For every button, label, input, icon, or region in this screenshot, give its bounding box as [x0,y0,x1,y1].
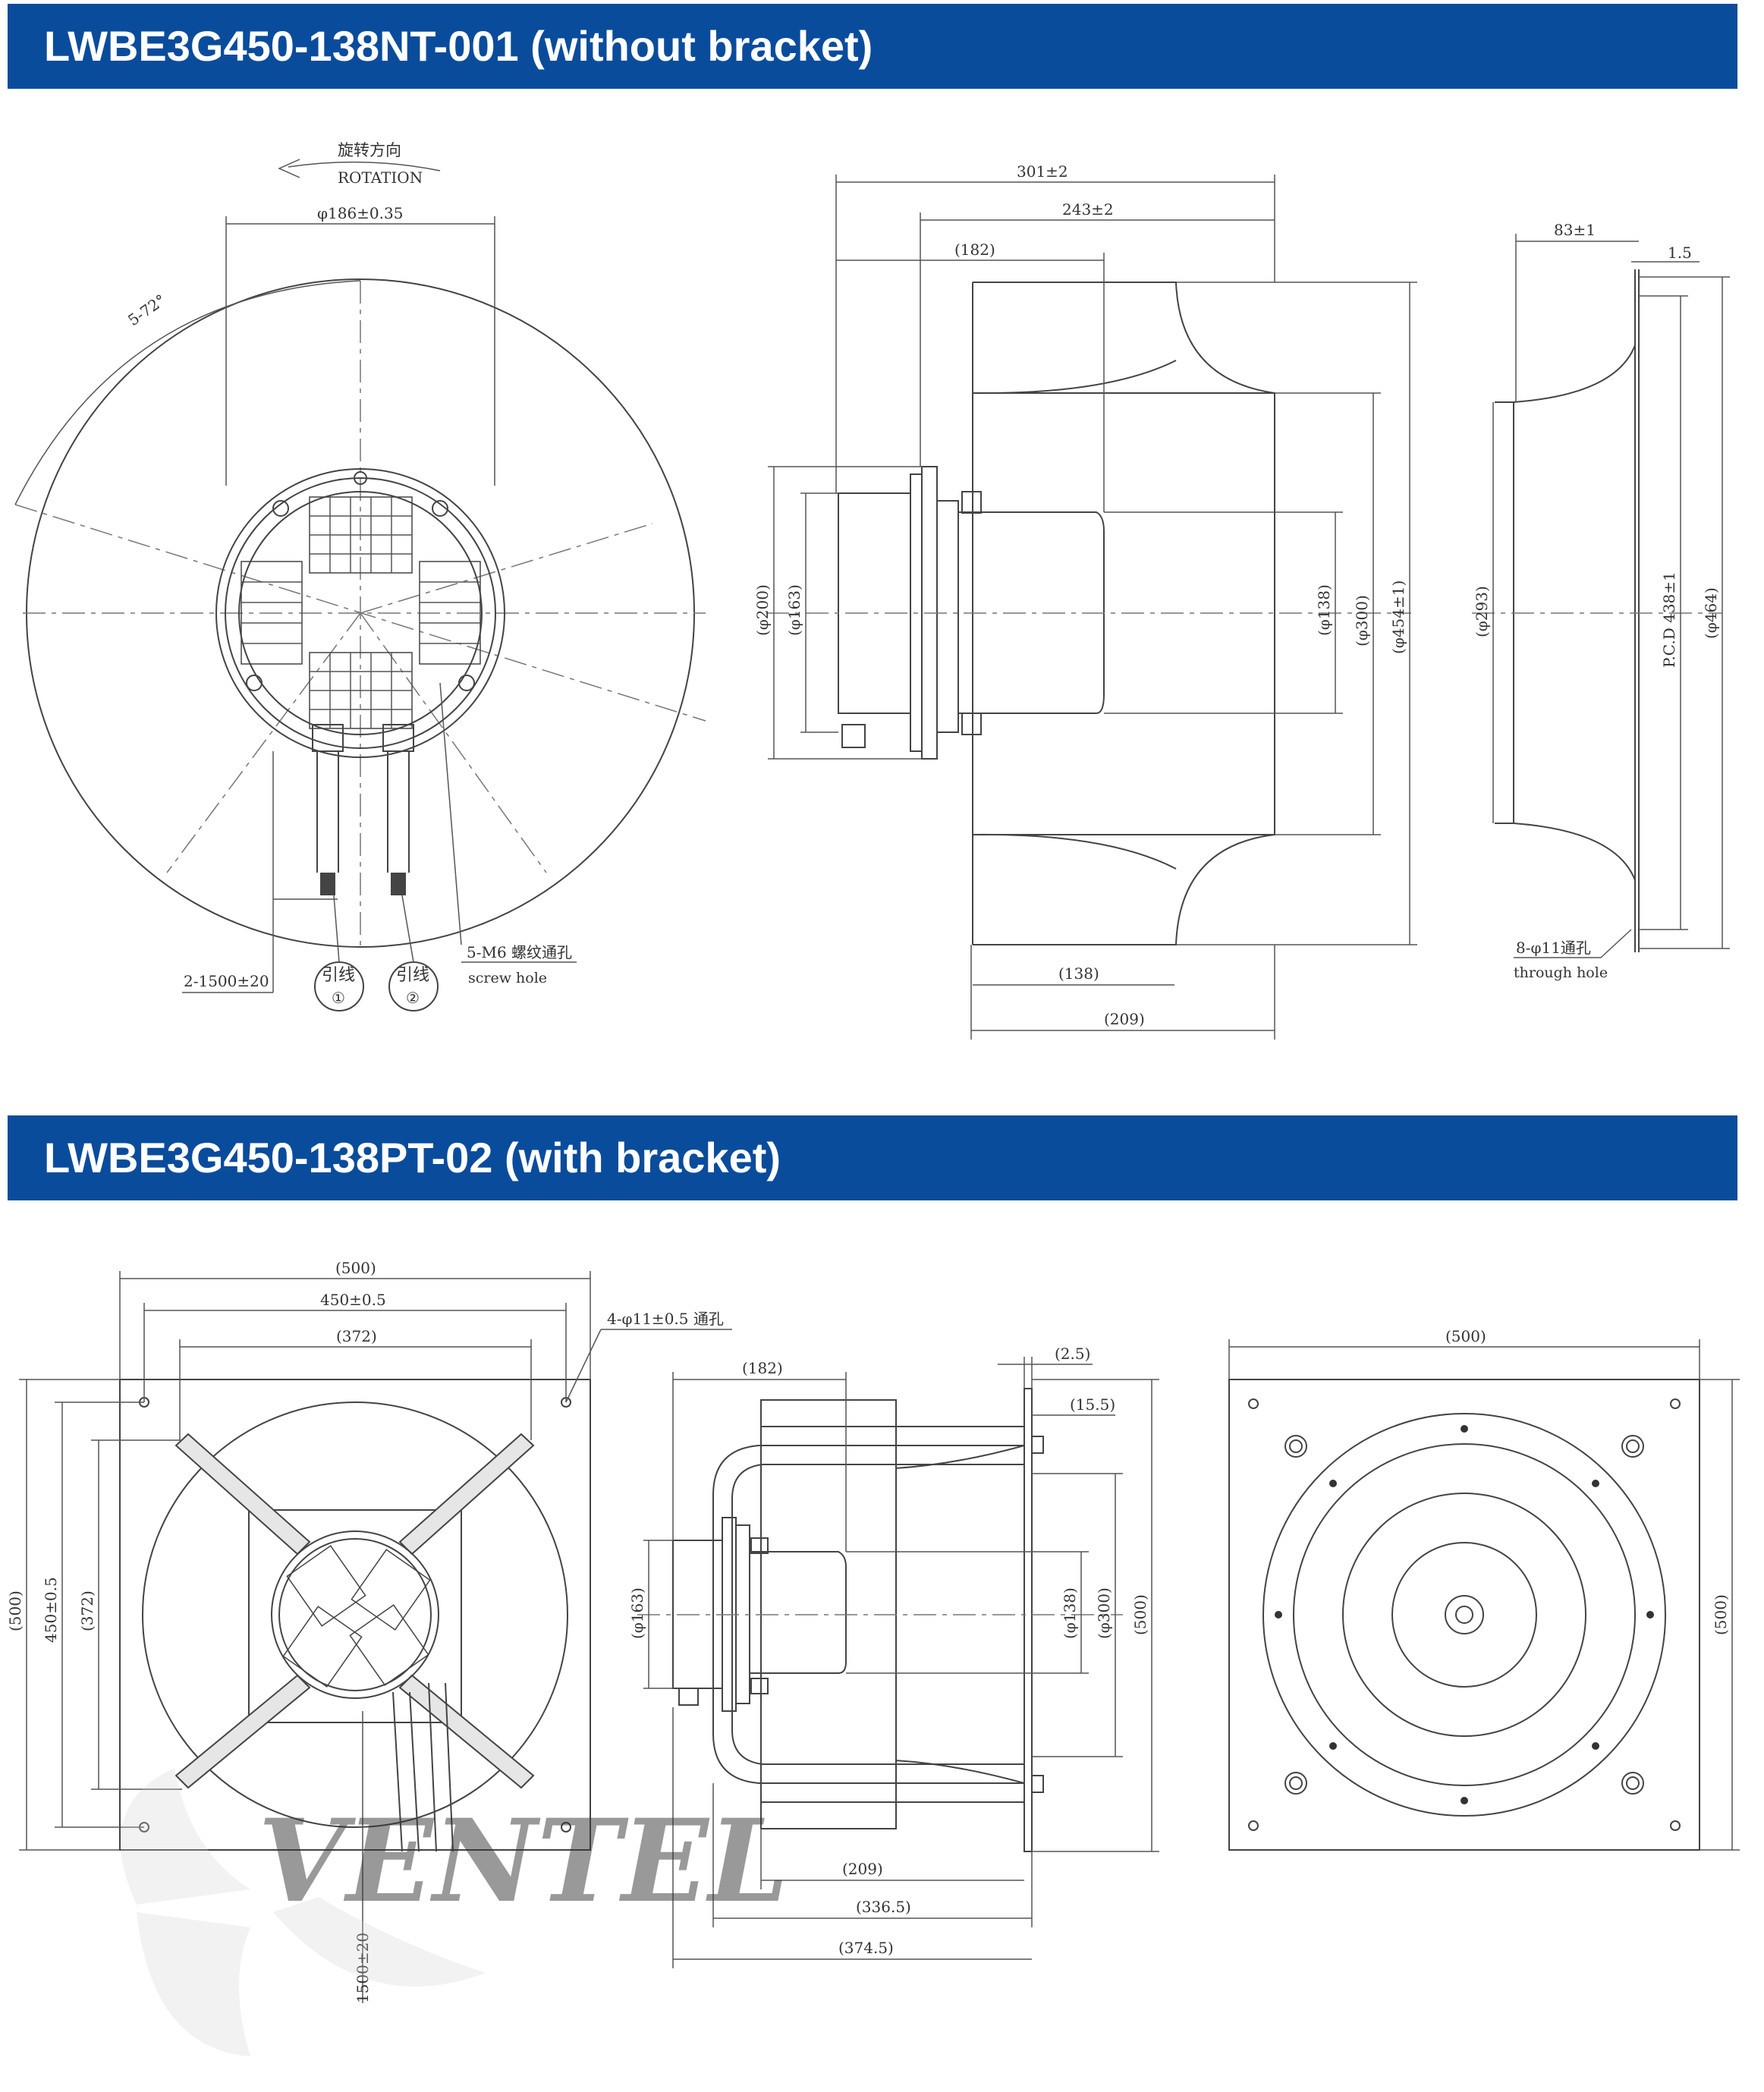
dim-phi-200: (φ200) [753,584,772,636]
dim-phi-163: (φ163) [785,584,803,636]
dim-phi-300: (φ300) [1353,595,1371,646]
through-hole-label-en: through hole [1514,964,1608,981]
top-side-view: 301±2 243±2 (182) (138) (209) (φ200) (φ1… [753,162,1417,1040]
dim-cable-length: 2-1500±20 [184,972,269,990]
dim-back-height-500: (500) [1712,1594,1730,1635]
motor-body [838,492,911,714]
lead-1-label: 引线 [322,966,355,985]
bottom-front-view: (500) 450±0.5 (372) 4-φ11±0.5 通孔 (500) 4… [6,1259,732,2003]
dim-374-5: (374.5) [838,1939,894,1957]
lead-2-number: ② [406,989,420,1007]
dim-side-182: (182) [742,1359,783,1377]
back-plate [1228,1379,1700,1851]
dim-83: 83±1 [1554,221,1596,239]
cable-gland-2 [382,724,414,752]
dim-301: 301±2 [1017,162,1068,181]
rotation-arrow-icon [288,161,441,171]
screw-hole-label-cn: 5-M6 螺纹通孔 [467,943,572,961]
top-front-view: 旋转方向 ROTATION φ186±0.35 5-72° 2-1500±20 … [14,141,706,1011]
inlet-ring-back [1262,1413,1666,1817]
dim-side-phi-138: (φ138) [1061,1587,1079,1639]
mounting-plate [119,1379,591,1851]
dim-angle: 5-72° [124,291,169,329]
dim-side-500: (500) [1131,1594,1149,1635]
bottom-side-view: (182) (2.5) (15.5) (φ163) (φ138) (φ300) … [628,1345,1159,1968]
inlet-ring-profile [1513,269,1636,403]
dim-182: (182) [954,241,995,259]
dim-15-5: (15.5) [1070,1395,1115,1414]
dim-side-phi-163: (φ163) [628,1587,646,1639]
rotation-label-en: ROTATION [338,168,423,187]
dim-phi-464: (φ464) [1702,587,1720,639]
cooling-grille-right [419,561,481,665]
watermark-text: VENTEL [258,1795,788,1928]
dim-phi-293: (φ293) [1473,586,1491,637]
cable-gland-1 [312,724,344,752]
dim-2-5: (2.5) [1055,1345,1090,1363]
dim-height-450: 450±0.5 [42,1577,60,1643]
motor-front [271,1530,439,1699]
dim-side-phi-300: (φ300) [1095,1587,1113,1639]
top-inlet-ring-view: 83±1 1.5 (φ293) P.C.D 438±1 (φ464) 8-φ11… [1472,221,1730,981]
motor-flange [215,468,505,758]
dim-dia-186: φ186±0.35 [317,204,403,222]
dim-209: (209) [1104,1010,1145,1028]
bracket-tube [712,1445,1024,1784]
dim-width-372: (372) [336,1327,377,1345]
dim-cable-1500: 1500±20 [354,1933,372,2003]
mounting-plate-side [1023,1388,1033,1852]
dim-back-width-500: (500) [1445,1327,1486,1345]
lead-2-label: 引线 [396,966,429,985]
section-title-without-bracket: LWBE3G450-138NT-001 (without bracket) [8,4,1737,89]
through-hole-label-cn: 8-φ11通孔 [1516,939,1591,957]
dim-width-500: (500) [335,1259,376,1277]
dim-side-209: (209) [842,1860,883,1878]
dim-243: 243±2 [1062,200,1114,219]
screw-hole-label-en: screw hole [468,970,547,986]
mounting-holes-label: 4-φ11±0.5 通孔 [607,1310,724,1328]
dim-336-5: (336.5) [856,1898,911,1916]
dim-phi-454: (φ454±1) [1389,580,1407,654]
cooling-grille-left [241,561,303,665]
dim-width-450: 450±0.5 [320,1291,386,1309]
dim-pcd: P.C.D 438±1 [1660,571,1678,668]
dim-phi-138: (φ138) [1315,584,1333,636]
dim-height-372: (372) [78,1590,96,1631]
dim-138: (138) [1058,964,1099,983]
watermark-logo: VENTEL [120,1768,788,2056]
section-title-with-bracket: LWBE3G450-138PT-02 (with bracket) [8,1115,1737,1200]
lead-1-number: ① [332,989,345,1007]
inlet-circle [142,1401,568,1828]
dim-height-500: (500) [6,1590,24,1631]
rotation-label-cn: 旋转方向 [338,141,401,159]
bottom-back-view: (500) (500) [1228,1327,1740,1851]
dim-1-5: 1.5 [1668,244,1692,262]
